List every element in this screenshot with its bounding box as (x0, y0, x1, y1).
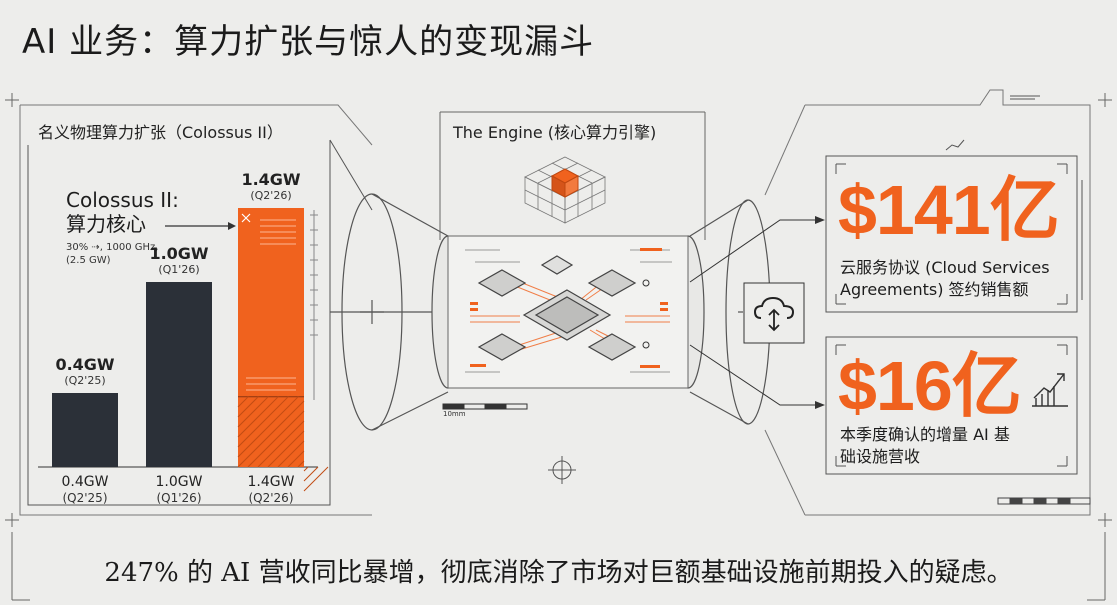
scale-label: 10mm (443, 410, 466, 418)
bar-top-label: 1.4GW(Q2'26) (231, 170, 311, 202)
bar-category-label: 1.4GW(Q2'26) (231, 474, 311, 506)
stat-desc-line: Agreements) 签约销售额 (840, 280, 1029, 299)
stat-value-ai-revenue: $16亿 (838, 347, 1022, 425)
bar-value-label: 1.0GW (149, 244, 209, 263)
bar-quarter-label: (Q2'26) (250, 189, 292, 202)
bar-value-label: 0.4GW (55, 355, 115, 374)
stat-desc-cloud-agreements: 云服务协议 (Cloud Services Agreements) 签约销售额 (840, 257, 1050, 301)
bar-hatch (297, 460, 305, 468)
bar-hatch (277, 440, 305, 468)
bar-hatch (303, 466, 319, 482)
left-panel-label: 名义物理算力扩张（Colossus II） (32, 119, 289, 143)
bar-quarter-label: (Q2'25) (64, 374, 106, 387)
bar-hatch (257, 420, 305, 468)
bar-hatch (237, 396, 289, 448)
bar-hatch (237, 396, 259, 418)
bar-1 (52, 393, 118, 467)
colossus-title-line2: 算力核心 (66, 212, 146, 236)
stat-value-cloud-agreements: $141亿 (838, 171, 1060, 249)
bar-hatch (303, 466, 329, 492)
bar-hatch (303, 466, 309, 472)
bar-3 (238, 208, 304, 467)
bar-top-label: 0.4GW(Q2'25) (45, 355, 125, 387)
stat-desc-line: 础设施营收 (840, 447, 921, 466)
bar-category-label: 0.4GW(Q2'25) (45, 474, 125, 506)
bar-hatch (237, 396, 269, 428)
bar-hatch (237, 396, 279, 438)
bar-hatch (237, 396, 249, 408)
bar-value-label: 1.4GW (241, 170, 301, 189)
bar-bottom-quarter: (Q2'25) (62, 491, 108, 505)
growth-chart-icon (1032, 373, 1068, 407)
colossus-title-line1: Colossus II: (66, 188, 179, 212)
bar-mark-icon (241, 213, 251, 223)
colossus-callout-subtitle: 30% ⇢, 1000 GHz, (2.5 GW) (66, 241, 216, 267)
footer-summary: 247% 的 AI 营收同比暴增，彻底消除了市场对巨额基础设施前期投入的疑虑。 (104, 558, 1013, 588)
stat-desc-ai-revenue: 本季度确认的增量 AI 基 础设施营收 (840, 424, 1010, 468)
stat-desc-line: 本季度确认的增量 AI 基 (840, 425, 1010, 444)
colossus-sub-line1: 30% ⇢, 1000 GHz, (66, 242, 159, 253)
bar-category-label: 1.0GW(Q1'26) (139, 474, 219, 506)
bar-2 (146, 282, 212, 467)
bar-bottom-value: 1.0GW (155, 474, 203, 490)
bar-hatch (237, 400, 305, 468)
bar-hatch (267, 430, 305, 468)
engine-panel-label: The Engine (核心算力引擎) (447, 119, 663, 143)
bar-hatch (247, 410, 305, 468)
page-title: AI 业务：算力扩张与惊人的变现漏斗 (22, 22, 595, 62)
bar-bottom-value: 0.4GW (61, 474, 109, 490)
colossus-callout-title: Colossus II: 算力核心 (66, 188, 179, 236)
colossus-sub-line2: (2.5 GW) (66, 255, 111, 266)
bar-top-label: 1.0GW(Q1'26) (139, 244, 219, 276)
bar-bottom-value: 1.4GW (247, 474, 295, 490)
cloud-transfer-icon (743, 282, 805, 344)
bar-bottom-quarter: (Q2'26) (248, 491, 294, 505)
bar-quarter-label: (Q1'26) (158, 263, 200, 276)
bar-bottom-quarter: (Q1'26) (156, 491, 202, 505)
bar-hatch (237, 396, 299, 458)
bar-hatch (287, 450, 305, 468)
cube-grid-icon (524, 156, 606, 224)
stat-desc-line: 云服务协议 (Cloud Services (840, 258, 1050, 277)
